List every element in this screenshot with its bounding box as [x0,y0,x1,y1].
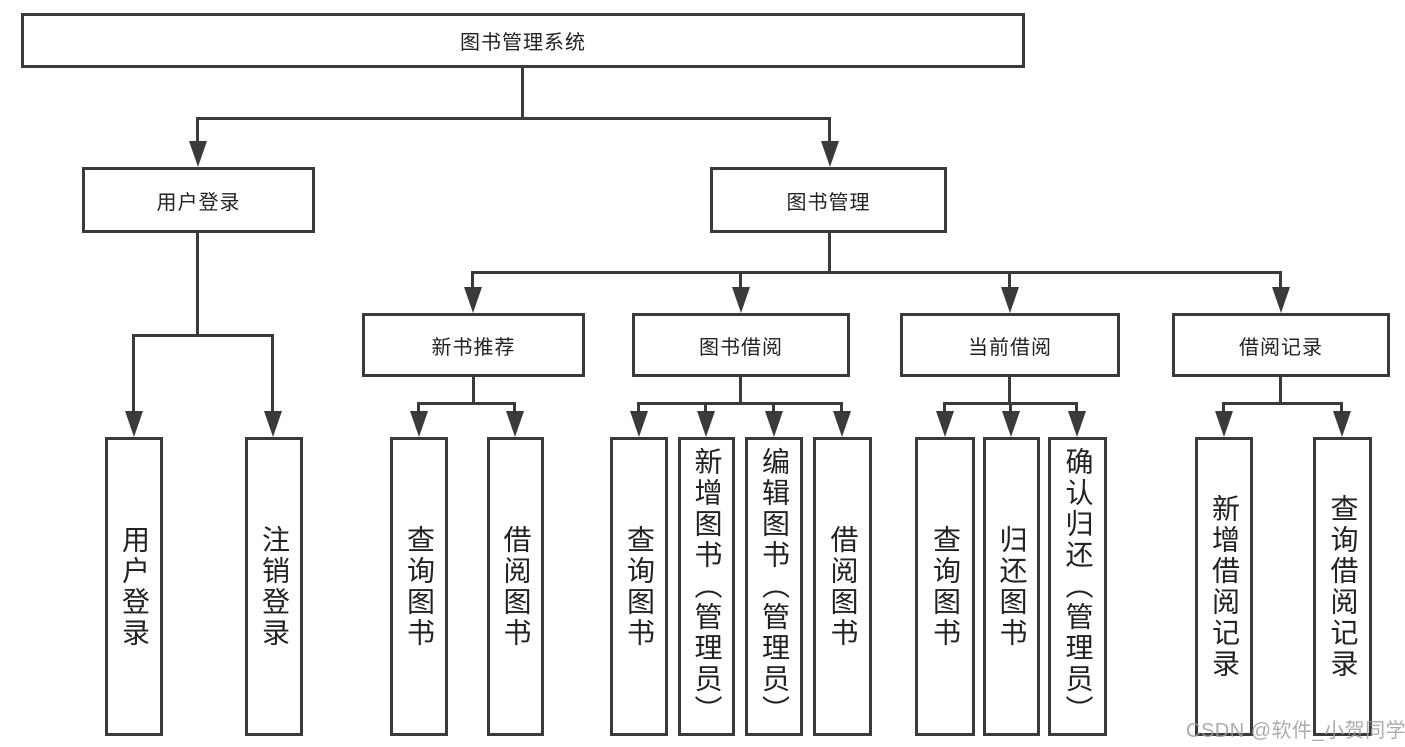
arrow-down-icon [125,411,143,437]
connector-root-stem [521,68,524,119]
arrow-down-icon [1068,411,1086,437]
arrow-down-icon [506,411,524,437]
node-book-borrowing: 图书借阅 [632,313,850,377]
connector-mgmt-drop-1 [471,271,474,289]
arrow-down-icon [1215,411,1233,437]
arrow-down-icon [732,287,750,313]
arrow-down-icon [1272,287,1290,313]
leaf-add-books-admin: 新增图书（管理员） [678,437,735,736]
leaf-query-books-recommend: 查询图书 [390,437,448,736]
leaf-borrow-books: 借阅图书 [813,437,872,736]
connector-current-drop-1 [943,402,946,413]
connector-login-hbar [132,334,274,337]
connector-borrow-stem [739,377,742,403]
leaf-add-borrow-record: 新增借阅记录 [1195,437,1253,736]
arrow-down-icon [1001,287,1019,313]
connector-records-drop-2 [1340,402,1343,413]
csdn-watermark: CSDN @软件_小贺同学 [1186,720,1405,742]
connector-mgmt-drop-4 [1279,271,1282,289]
leaf-query-books-current: 查询图书 [915,437,975,736]
connector-borrow-drop-1 [637,402,640,413]
leaf-query-books-borrow: 查询图书 [610,437,668,736]
arrow-down-icon [936,411,954,437]
leaf-confirm-return-admin: 确认归还（管理员） [1048,437,1107,736]
leaf-borrow-books-recommend: 借阅图书 [487,437,544,736]
leaf-logout: 注销登录 [245,437,303,736]
node-root-system: 图书管理系统 [21,13,1025,68]
connector-records-drop-1 [1222,402,1225,413]
connector-login-drop-1 [132,336,135,412]
connector-records-hbar [1222,402,1343,405]
connector-mgmt-hbar [471,271,1282,274]
connector-borrow-hbar [637,402,843,405]
connector-mgmt-stem [828,232,831,273]
connector-current-drop-2 [1009,402,1012,413]
connector-login-drop-2 [271,336,274,412]
connector-newbook-stem [472,377,475,403]
connector-root-hbar [197,117,831,120]
connector-root-drop-right [828,117,831,143]
node-user-login: 用户登录 [82,167,315,233]
connector-records-stem [1279,377,1282,403]
arrow-down-icon [264,411,282,437]
connector-newbook-drop-1 [417,402,420,413]
connector-borrow-drop-2 [704,402,707,413]
connector-newbook-drop-2 [513,402,516,413]
arrow-down-icon [464,287,482,313]
connector-borrow-drop-3 [772,402,775,413]
leaf-user-login: 用户登录 [105,437,163,736]
leaf-edit-books-admin: 编辑图书（管理员） [745,437,803,736]
arrow-down-icon [1333,411,1351,437]
arrow-down-icon [1002,411,1020,437]
arrow-down-icon [189,141,207,167]
node-new-book-recommend: 新书推荐 [362,313,585,377]
connector-mgmt-drop-2 [739,271,742,289]
connector-current-stem [1008,377,1011,403]
arrow-down-icon [821,141,839,167]
arrow-down-icon [765,411,783,437]
connector-current-drop-3 [1075,402,1078,413]
connector-newbook-hbar [417,402,516,405]
connector-root-drop-left [196,117,199,143]
node-book-management: 图书管理 [710,167,947,233]
connector-login-stem [196,232,199,336]
arrow-down-icon [630,411,648,437]
leaf-return-books: 归还图书 [983,437,1040,736]
arrow-down-icon [410,411,428,437]
connector-borrow-drop-4 [840,402,843,413]
arrow-down-icon [833,411,851,437]
node-borrowing-records: 借阅记录 [1172,313,1390,377]
arrow-down-icon [697,411,715,437]
connector-mgmt-drop-3 [1008,271,1011,289]
node-current-borrowing: 当前借阅 [900,313,1120,377]
leaf-query-borrow-record: 查询借阅记录 [1313,437,1372,736]
